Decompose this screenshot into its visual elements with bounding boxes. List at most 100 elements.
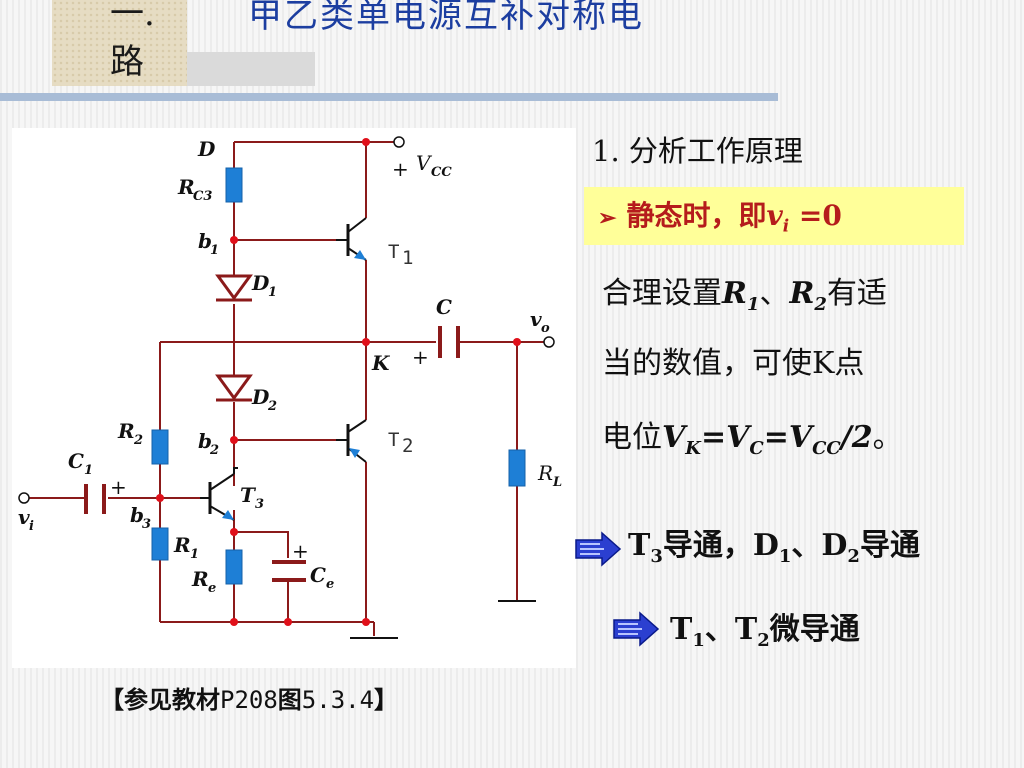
step-label: 分析工作原理 [628,134,803,168]
label-c1: C [68,449,84,473]
label-vi: v [18,505,30,529]
ref-close: 】 [374,685,399,714]
resistor-r2 [151,429,169,465]
r2-var: R [789,276,815,311]
step-number: 1. [592,134,620,168]
plus-c1: + [110,475,127,499]
section-number: 一. [110,0,155,34]
label-vcc-sub: CC [431,165,452,180]
label-d2-sub: 2 [267,399,277,414]
res2-c: 微导通 [769,612,860,647]
label-vo: v [530,307,542,331]
double-arrow-icon [575,531,622,567]
label-t3-sub: 3 [255,497,264,512]
res1-d: 导通 [859,528,920,563]
label-ce-sub: e [326,577,334,592]
res2-b-sub: 2 [757,630,770,651]
paragraph-line-2: 当的数值，可使K点 [602,346,864,382]
resistor-rl [508,449,526,487]
circuit-svg: D R C3 b 1 D 1 D 2 R 2 b 2 C 1 + b 3 v i… [18,136,562,639]
double-arrow-icon [613,611,660,647]
label-b1: b [198,229,212,253]
r1-sub: 1 [746,294,760,315]
label-b3: b [130,503,144,527]
diode-d1 [215,274,253,301]
static-tail: =0 [789,199,842,232]
node-dots [156,138,521,626]
textbook-reference: 【参见教材P208图5.3.4】 [100,680,398,715]
label-k: K [371,351,391,375]
para-line2: 当的数值，可使K点 [602,346,865,381]
transistor-arrows [222,250,366,520]
res2-a-sub: 1 [692,630,705,651]
circuit-diagram: D R C3 b 1 D 1 D 2 R 2 b 2 C 1 + b 3 v i… [12,128,576,668]
para-end: 。 [872,420,903,455]
title-shade [187,52,315,86]
vcc-var: V [788,420,813,455]
right-triangle-bullet-icon: ➢ [598,205,617,231]
label-re-sub: e [208,581,216,596]
eq1: = [700,420,727,455]
capacitor-leads [287,341,480,586]
static-var: v [766,199,783,232]
section-word: 路 [110,42,144,82]
para-sep: 、 [759,276,790,311]
label-d1-sub: 1 [268,285,277,300]
label-d1: D [251,271,270,295]
transistors [200,217,367,521]
vk-sub: K [685,438,701,459]
label-b2: b [198,429,212,453]
page-title: 甲乙类单电源互补对称电 [248,0,644,36]
resistor-re [225,549,243,585]
res1-b: 导通，D [662,528,779,563]
resistor-rc3 [225,167,243,203]
label-rc3-sub: C3 [193,189,212,204]
label-d: D [197,137,216,161]
label-re: R [191,567,209,591]
label-b2-sub: 2 [209,443,219,458]
para-text: 合理设置 [602,276,722,311]
label-vcc: V [416,151,433,175]
vcc-sub: CC [812,438,841,459]
static-condition-box: ➢ 静态时，即vi =0 [584,187,964,245]
res1-c-sub: 2 [847,546,860,567]
res1-b-sub: 1 [778,546,792,567]
resistors [151,167,526,585]
diodes [215,274,253,402]
vi-terminal [18,492,30,504]
res1-a: T [628,528,651,563]
res2-b: 、T [704,612,758,647]
para-text-b: 有适 [826,276,887,311]
label-r2: R [117,419,135,443]
label-r1: R [173,533,191,557]
res1-c: 、D [791,528,848,563]
label-rl-sub: L [552,475,562,490]
paragraph-line-1: 合理设置R1、R2有适 [602,276,887,323]
label-b1-sub: 1 [210,243,219,258]
label-ce: C [310,563,326,587]
res2-a: T [670,612,693,647]
section-number-box: 一. 路 [52,0,187,86]
label-t1-sub: 1 [402,247,413,269]
eq2: = [763,420,789,455]
r1-var: R [722,276,747,311]
label-t2: T [388,429,399,451]
vcc-terminal [393,136,405,148]
title-divider [0,93,778,101]
static-text: 静态时，即 [626,199,767,232]
static-var-sub: i [782,215,790,236]
div-half: /2 [840,420,873,455]
label-rl: R [537,461,553,485]
result-line-1: T3导通，D1、D2导通 [628,520,920,567]
terminals [18,136,555,504]
ref-code: P208 [220,686,278,714]
vc-sub: C [749,438,764,459]
ground-symbols [350,600,536,639]
paragraph-line-3: 电位VK=VC=VCC/2。 [602,420,903,467]
label-d2: D [251,385,270,409]
label-b3-sub: 3 [142,517,151,532]
plus-vcc: + [392,157,409,181]
plus-ce: + [292,539,309,563]
label-c1-sub: 1 [84,463,93,478]
result-line-2: T1、T2微导通 [670,604,860,651]
